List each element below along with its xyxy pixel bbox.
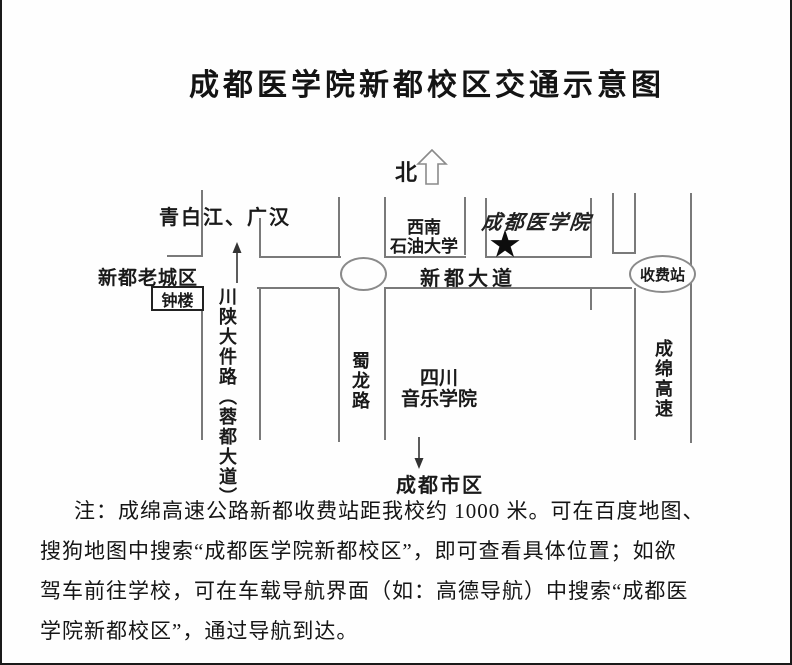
clock-tower-box: 钟楼	[151, 286, 204, 311]
label-xindu-old-town: 新都老城区	[98, 268, 199, 289]
road-line	[485, 198, 487, 257]
school-star-icon: ★	[488, 224, 523, 266]
note-line: 注：成绵高速公路新都收费站距我校约 1000 米。可在百度地图、	[74, 499, 705, 523]
label-swpu: 西南 石油大学	[382, 218, 466, 256]
note-line: 搜狗地图中搜索“成都医学院新都校区”，即可查看具体位置；如欲	[40, 539, 677, 563]
clock-tower-label: 钟楼	[161, 292, 194, 310]
road-line	[634, 193, 636, 254]
road-line	[612, 193, 614, 254]
label-conservatory-line1: 四川	[419, 368, 458, 389]
page-title: 成都医学院新都校区交通示意图	[189, 69, 665, 102]
road-line	[257, 287, 339, 289]
note-line: 驾车前往学校，可在车载导航界面（如：高德导航）中搜索“成都医	[40, 579, 689, 603]
up-arrow-icon	[232, 242, 242, 283]
road-line	[338, 288, 340, 442]
north-label: 北	[395, 160, 418, 185]
toll-station-label: 收费站	[639, 266, 685, 284]
road-line	[690, 193, 692, 443]
road-line	[384, 197, 386, 257]
road-line	[384, 288, 386, 440]
label-swpu-line1: 西南	[407, 218, 441, 237]
down-arrow-icon	[414, 437, 424, 469]
toll-station: 收费站	[629, 255, 696, 293]
road-line	[201, 310, 203, 440]
road-line	[384, 287, 632, 289]
road-line	[485, 256, 592, 258]
road-line	[259, 218, 261, 257]
north-arrow-icon	[416, 149, 448, 185]
road-line	[338, 197, 340, 257]
label-chengdu-downtown: 成都市区	[396, 475, 484, 497]
road-line	[590, 288, 592, 310]
road-line	[259, 287, 261, 440]
label-swpu-line2: 石油大学	[390, 237, 458, 256]
road-line	[167, 255, 203, 257]
label-xindu-avenue: 新都大道	[420, 268, 516, 290]
road-line	[590, 198, 592, 257]
road-line	[201, 190, 203, 257]
roundabout	[340, 257, 387, 291]
road-line	[464, 197, 466, 255]
road-line	[634, 288, 636, 440]
label-chuanshan-road: 川陕大件路（蓉都大道）	[217, 287, 237, 507]
label-qingbaijiang-guanghan: 青白江、广汉	[159, 207, 291, 229]
label-shulong-road: 蜀龙路	[350, 351, 370, 411]
road-line	[384, 256, 466, 258]
road-line	[259, 256, 341, 258]
label-chengmian-expressway: 成绵高速	[653, 339, 673, 419]
road-line	[612, 252, 636, 254]
label-conservatory: 四川 音乐学院	[387, 368, 491, 410]
note-line: 学院新都校区”，通过导航到达。	[40, 619, 359, 643]
label-conservatory-line2: 音乐学院	[400, 389, 477, 410]
